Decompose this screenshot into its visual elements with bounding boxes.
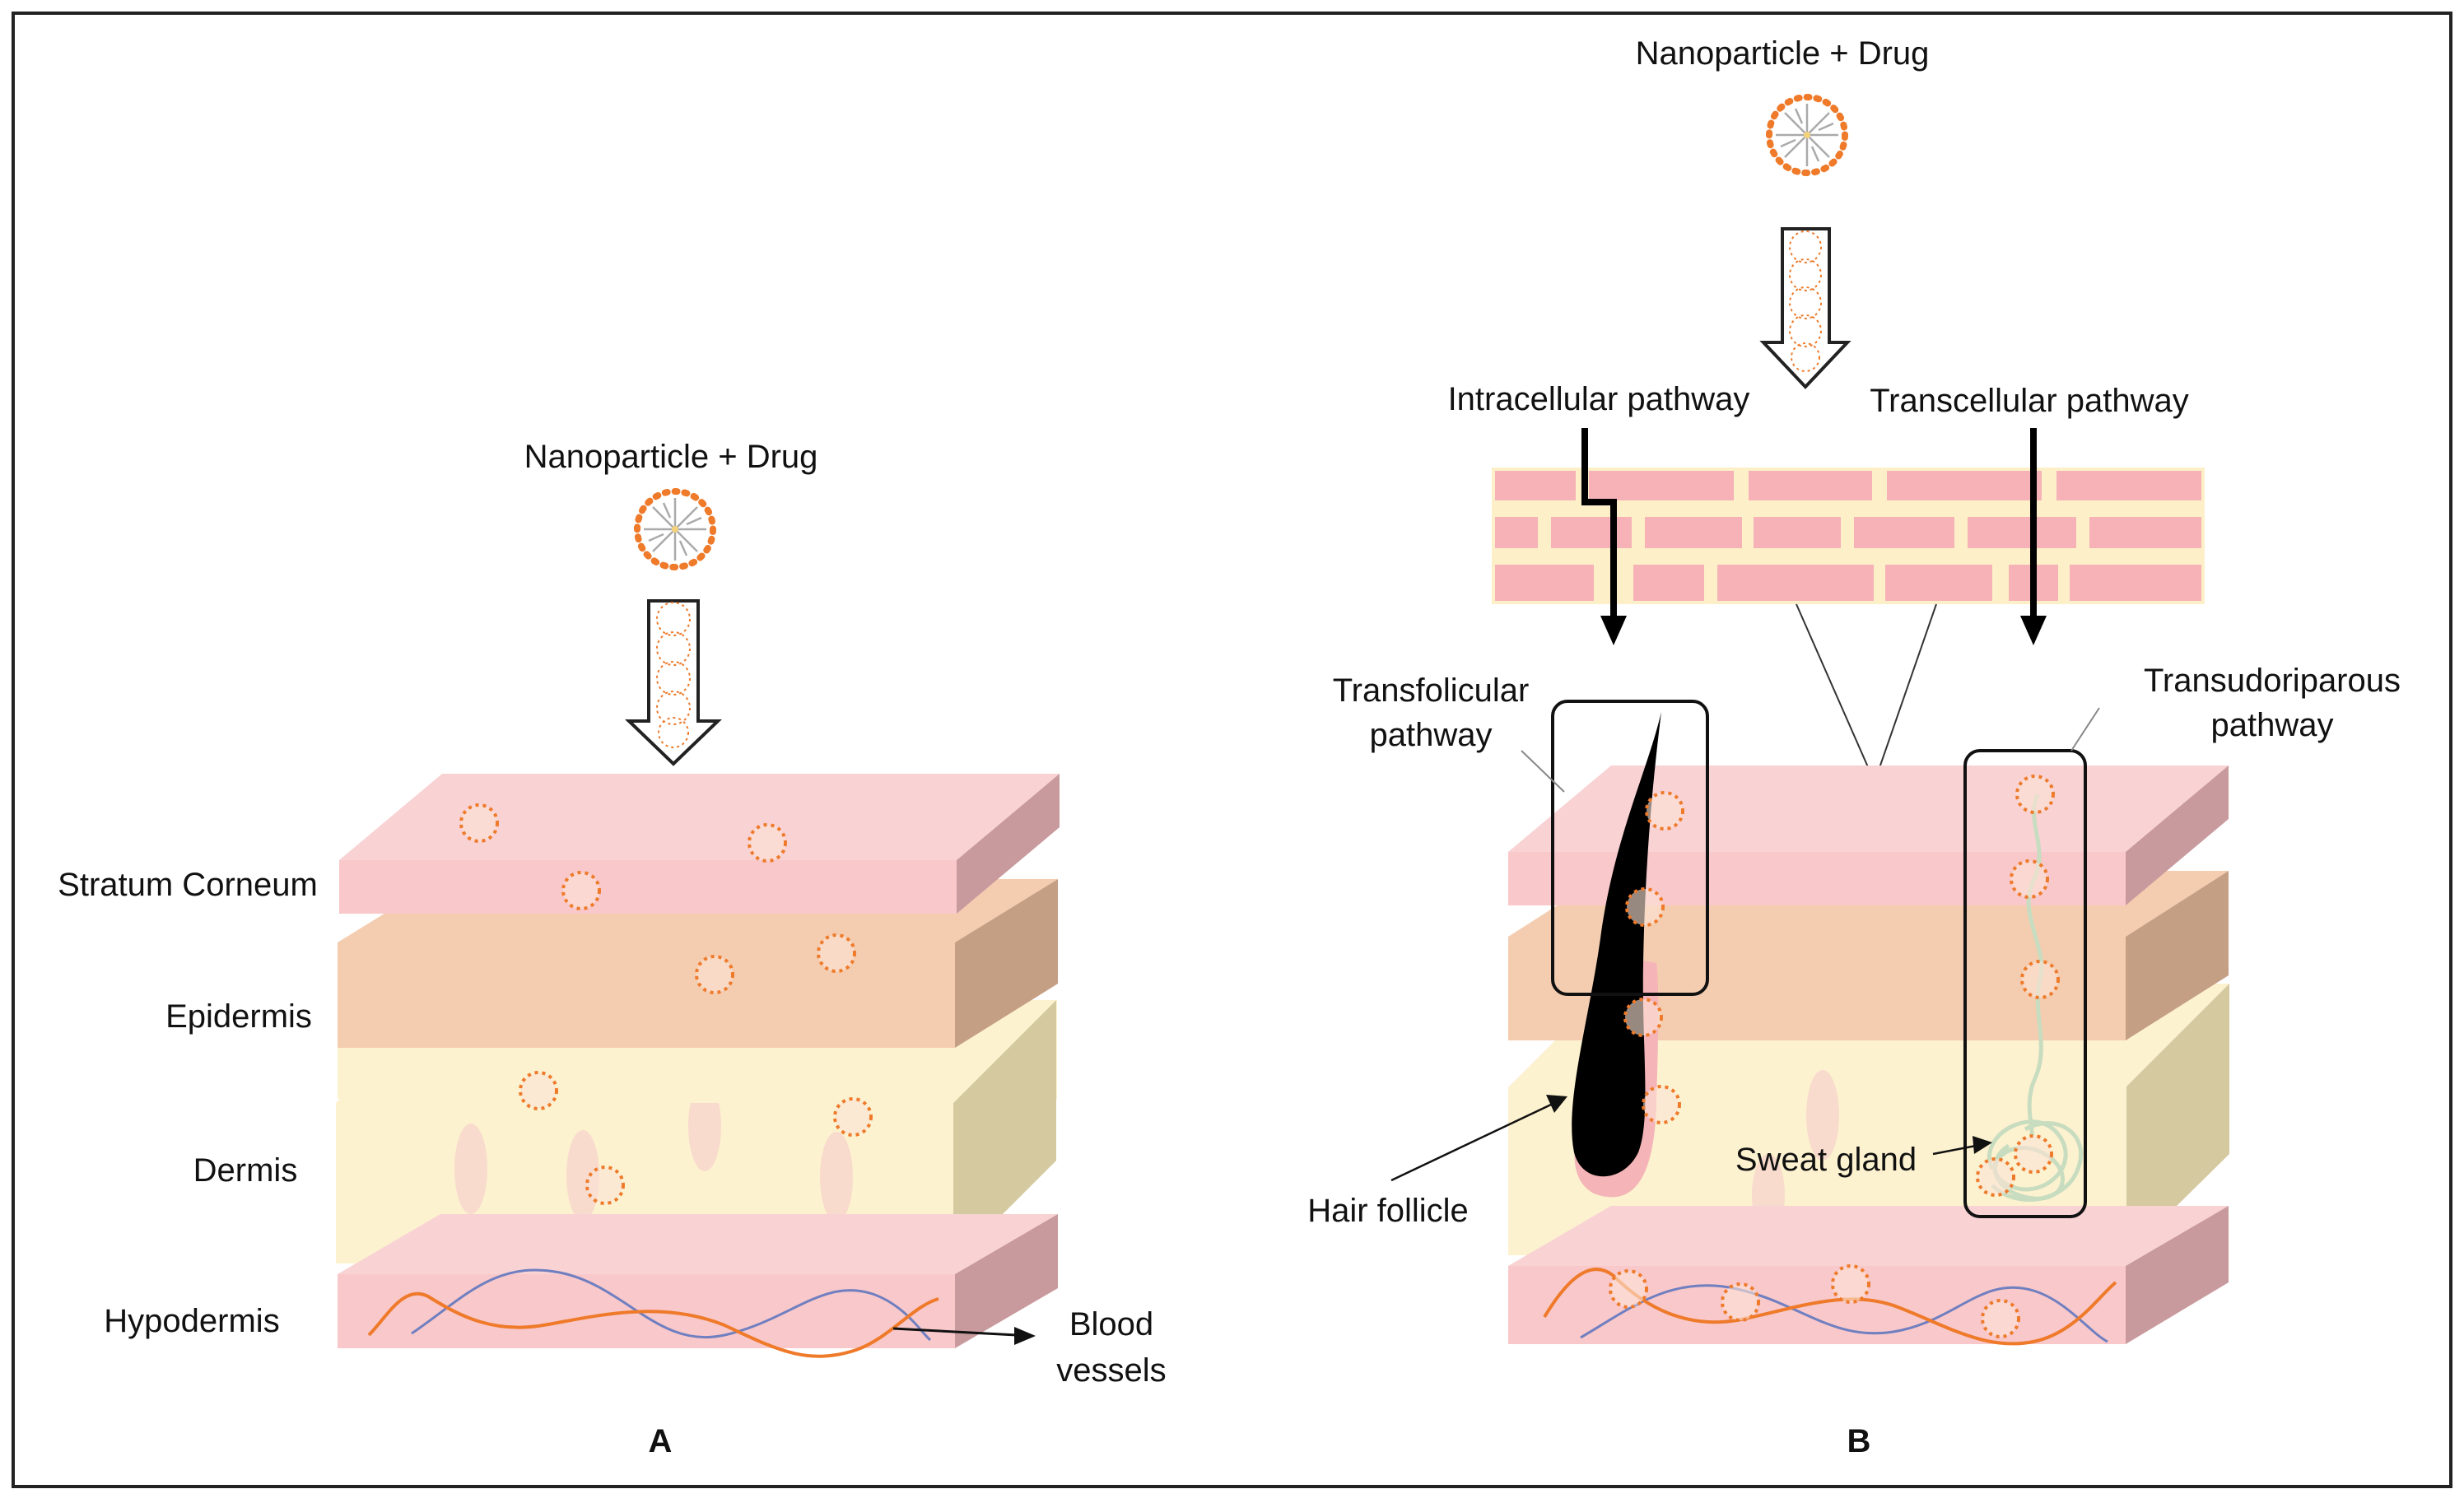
nanoparticle-icon [459, 803, 499, 843]
panel-b-hypodermis-layer [1508, 1206, 2229, 1346]
nanoparticle-icon [519, 1071, 558, 1110]
transcellular-pathway-label: Transcellular pathway [1870, 383, 2189, 419]
nanoparticle-icon [585, 1166, 625, 1205]
nanoparticle-icon [1623, 998, 1663, 1037]
nanoparticle-icon [2020, 960, 2060, 999]
nanoparticle-icon [1981, 1299, 2020, 1338]
transcellular-pathway-arrow [2020, 428, 2047, 645]
panel-b-letter: B [1847, 1423, 1871, 1459]
layer-label-epidermis: Epidermis [165, 998, 312, 1035]
panel-a-orange-vessel [367, 1291, 939, 1358]
figure-border [12, 12, 2452, 1488]
sweat-gland-callout: Sweat gland [1735, 1136, 1992, 1178]
layer-label-stratum-corneum: Stratum Corneum [58, 867, 318, 903]
nanoparticle-icon [2014, 1134, 2053, 1174]
panel-b-blue-vessel [1580, 1284, 2108, 1343]
transfolicular-leader [1521, 750, 1565, 793]
panel-a-letter: A [649, 1423, 673, 1459]
nanoparticle-icon [1625, 887, 1665, 927]
transfolicular-box [1551, 700, 1709, 996]
layer-label-dermis: Dermis [193, 1152, 298, 1189]
panel-a-drug-label: Nanoparticle + Drug [524, 439, 818, 475]
nanoparticle-icon [695, 955, 734, 994]
nanoparticle-icon [561, 871, 601, 910]
zoom-lines [1796, 603, 1937, 784]
hair-follicle-callout: Hair follicle [1307, 1095, 1567, 1229]
panel-b: Nanoparticle + Drug Intracellular pathwa… [1307, 35, 2401, 1459]
layer-label-hypodermis: Hypodermis [104, 1303, 279, 1339]
panel-b-drug-label: Nanoparticle + Drug [1636, 35, 1930, 72]
panel-b-nanoparticle-icon [1769, 97, 1845, 173]
panel-a-down-arrow [625, 599, 722, 766]
blood-vessels-callout: Blood vessels [892, 1306, 1167, 1389]
transudoriparous-label-line2: pathway [2211, 707, 2334, 743]
panel-b-down-arrow [1759, 227, 1851, 389]
intracellular-pathway-label: Intracellular pathway [1448, 381, 1750, 417]
blood-vessels-label-line1: Blood [1069, 1306, 1153, 1342]
panel-a-nanoparticle-icon [637, 491, 713, 567]
nanoparticle-icon [1645, 791, 1684, 831]
panel-a-hypodermis-layer [338, 1214, 1058, 1358]
nanoparticle-icon [1642, 1085, 1681, 1124]
nanoparticle-icon [817, 933, 856, 973]
panel-a-stratum-corneum-layer [339, 774, 1060, 914]
panel-a: Nanoparticle + Drug [58, 439, 1167, 1459]
nanoparticle-icon [1976, 1157, 2015, 1197]
transudoriparous-leader [2070, 707, 2100, 752]
blood-vessels-label-line2: vessels [1056, 1352, 1166, 1389]
nanoparticle-icon [1721, 1282, 1760, 1322]
brick-wall-stratum-corneum [1492, 468, 2205, 604]
transfolicular-label-line2: pathway [1370, 717, 1493, 753]
intracellular-pathway-arrow [1581, 428, 1627, 645]
panel-b-orange-vessel [1543, 1268, 2117, 1346]
nanoparticle-icon [2015, 775, 2055, 814]
nanoparticle-icon [1609, 1269, 1648, 1309]
nanoparticle-icon [748, 823, 787, 863]
transudoriparous-label-line1: Transudoriparous [2144, 663, 2401, 699]
nanoparticle-icon [2010, 859, 2049, 899]
hair-follicle-label: Hair follicle [1307, 1193, 1469, 1229]
transudoriparous-box [1963, 749, 2087, 1218]
panel-a-blue-vessel [411, 1268, 932, 1342]
nanoparticle-icon [1831, 1264, 1870, 1304]
nanoparticle-icon [833, 1097, 873, 1137]
transfolicular-label-line1: Transfolicular [1333, 672, 1530, 709]
sweat-gland-label: Sweat gland [1735, 1142, 1917, 1178]
